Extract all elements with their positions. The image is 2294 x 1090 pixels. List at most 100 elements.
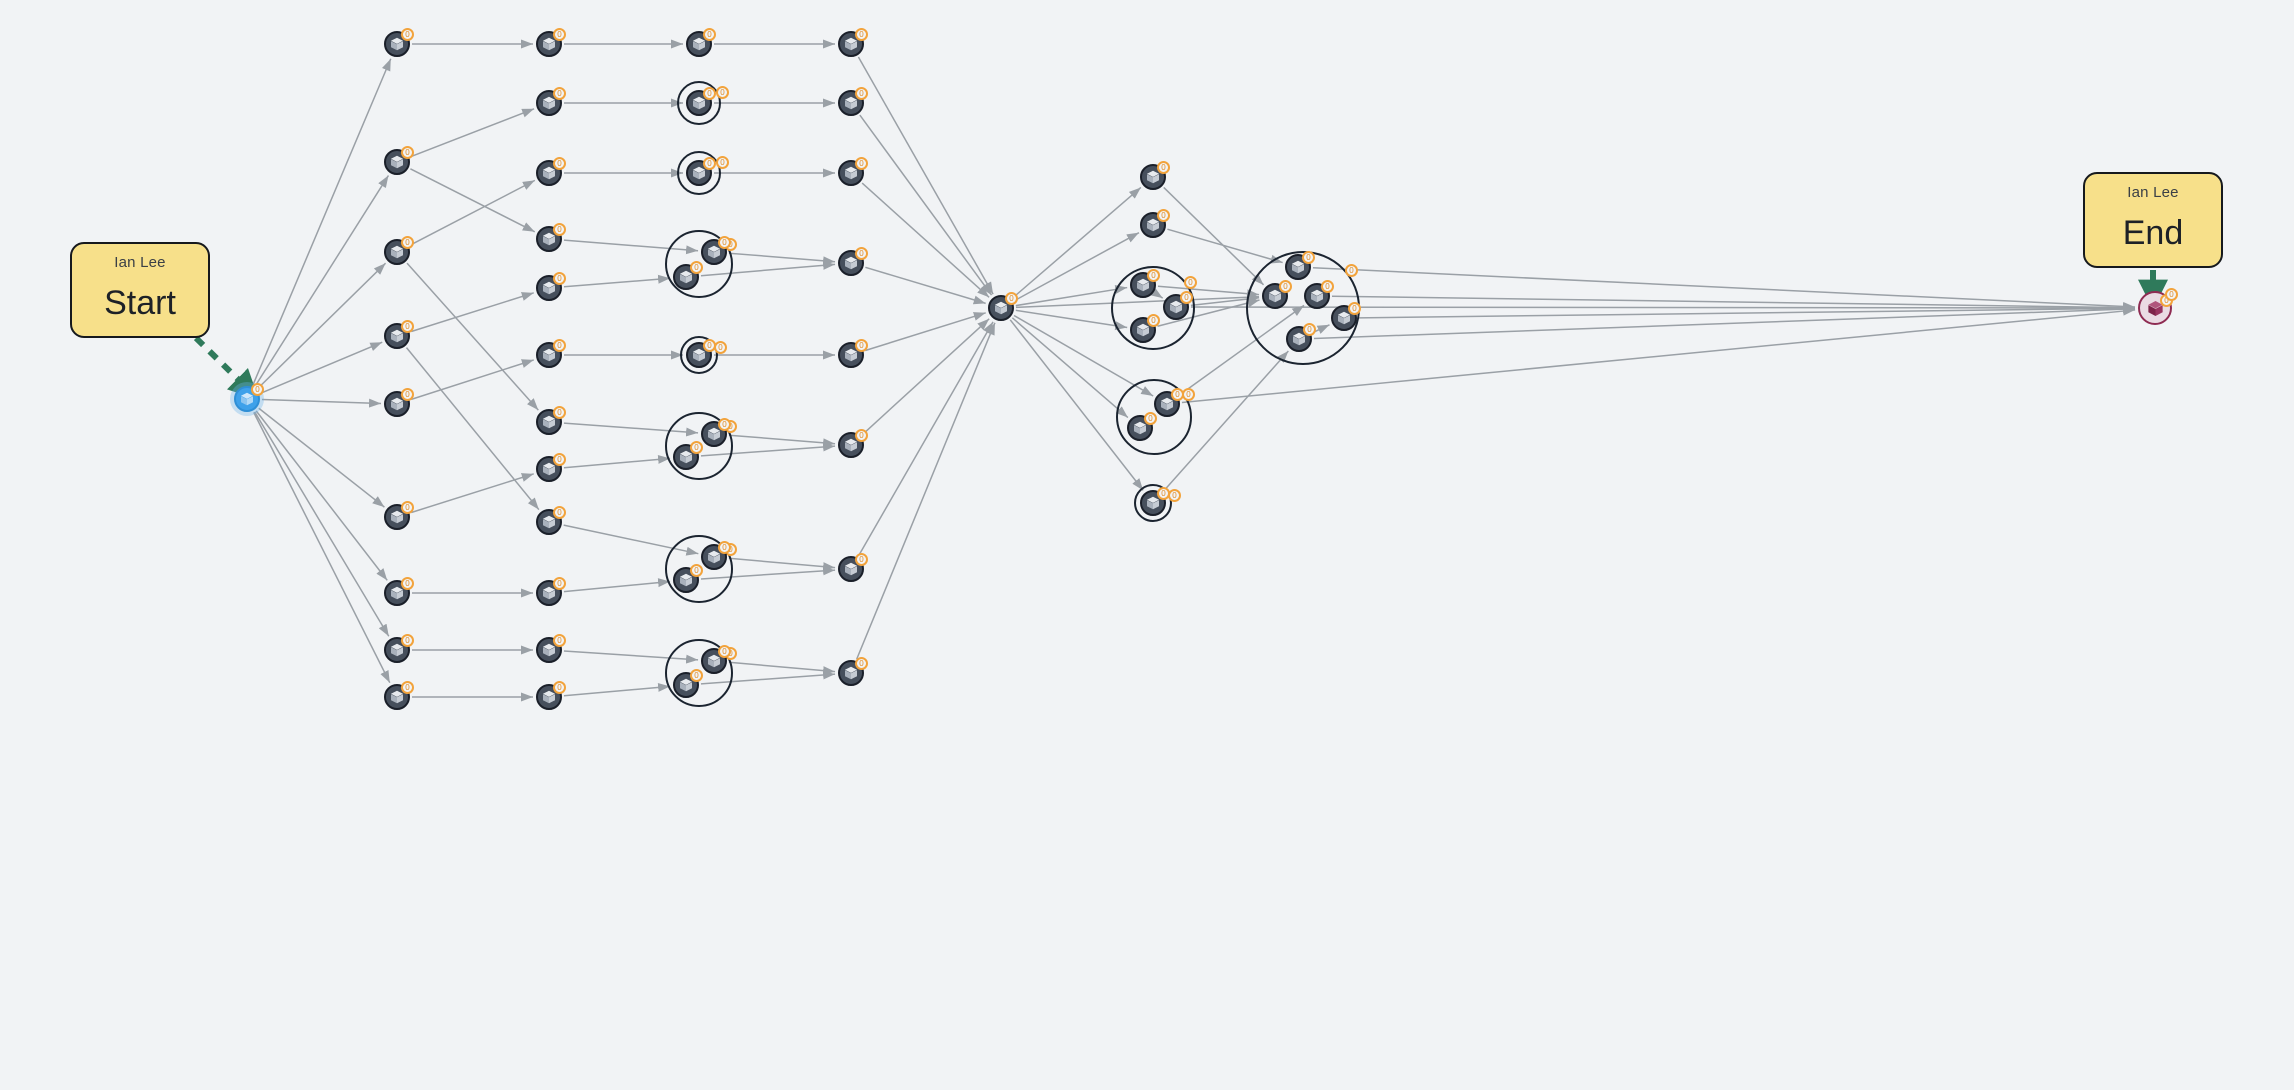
graph-edge (563, 682, 671, 697)
graph-node[interactable]: 0 (384, 28, 414, 57)
node-count-badge: 0 (718, 541, 731, 554)
graph-node[interactable]: 0 (686, 28, 716, 57)
graph-node[interactable]: 0 (838, 157, 868, 186)
package-cube-icon (543, 586, 555, 600)
graph-node[interactable]: 0 (1140, 161, 1170, 190)
end-terminal-card[interactable]: Ian Lee End (2083, 172, 2223, 268)
graph-node[interactable]: 0 (536, 272, 566, 301)
node-count-badge: 0 (703, 339, 716, 352)
graph-node[interactable]: 0 (838, 247, 868, 276)
graph-node[interactable]: 0 (838, 339, 868, 368)
graph-node[interactable]: 0 (536, 87, 566, 116)
graph-node[interactable]: 0 (384, 634, 414, 663)
graph-node[interactable]: 0 (673, 261, 703, 290)
graph-edge (1358, 303, 2136, 319)
graph-edge (410, 108, 535, 158)
graph-node[interactable]: 0 (1154, 388, 1184, 417)
graph-node[interactable]: 0 (1140, 209, 1170, 238)
graph-node[interactable]: 0 (384, 146, 414, 175)
graph-node[interactable]: 0 (1262, 280, 1292, 309)
graph-node[interactable]: 0 (1304, 280, 1334, 309)
package-cube-icon (1170, 300, 1182, 314)
graph-edge (861, 182, 990, 298)
graph-edge (865, 312, 986, 352)
graph-node[interactable]: 0 (384, 577, 414, 606)
graph-node[interactable]: 0 (1285, 251, 1315, 280)
graph-node[interactable]: 0 (384, 236, 414, 265)
graph-node[interactable]: 0 (686, 87, 716, 116)
start-terminal-card[interactable]: Ian Lee Start (70, 242, 210, 338)
graph-node[interactable]: 0 (1130, 269, 1160, 298)
node-count-badge: 0 (553, 28, 566, 41)
graph-node[interactable]: 0 (384, 501, 414, 530)
package-cube-icon (391, 329, 403, 343)
graph-node[interactable]: 0 (536, 453, 566, 482)
graph-hub-node[interactable]: 0 (988, 292, 1018, 321)
graph-node[interactable]: 0 (701, 541, 731, 570)
node-count-badge: 0 (553, 577, 566, 590)
node-count-badge: 0 (401, 501, 414, 514)
node-count-badge: 0 (855, 553, 868, 566)
graph-node[interactable]: 0 (838, 553, 868, 582)
graph-node[interactable]: 0 (1286, 323, 1316, 352)
graph-node[interactable]: 0 (1127, 412, 1157, 441)
graph-node[interactable]: 0 (536, 406, 566, 435)
package-cube-icon (708, 245, 720, 259)
graph-node[interactable]: 0 (536, 339, 566, 368)
graph-node[interactable]: 0 (536, 506, 566, 535)
graph-node[interactable]: 0 (536, 634, 566, 663)
graph-edge (409, 179, 536, 246)
package-cube-icon (1293, 332, 1305, 346)
graph-node[interactable]: 0 (701, 236, 731, 265)
package-cube-icon (543, 462, 555, 476)
node-count-badge: 0 (401, 634, 414, 647)
package-cube-icon (1161, 397, 1173, 411)
graph-node[interactable]: 0 (1130, 314, 1160, 343)
graph-node[interactable]: 0 (536, 681, 566, 710)
graph-node[interactable]: 0 (384, 388, 414, 417)
group-count-badge: 0 (1184, 276, 1197, 289)
graph-node[interactable]: 0 (536, 28, 566, 57)
node-count-badge: 0 (401, 146, 414, 159)
node-count-badge: 0 (1321, 280, 1334, 293)
node-count-badge: 0 (855, 87, 868, 100)
graph-node[interactable]: 0 (1163, 291, 1193, 320)
graph-node[interactable]: 0 (1331, 302, 1361, 331)
graph-node[interactable]: 0 (536, 577, 566, 606)
graph-node[interactable]: 0 (384, 681, 414, 710)
graph-edge (1313, 304, 2136, 340)
graph-node[interactable]: 0 (536, 157, 566, 186)
node-count-badge: 0 (401, 28, 414, 41)
node-group-hull[interactable]: 0 (1111, 266, 1197, 350)
graph-node[interactable]: 0 (384, 320, 414, 349)
graph-node[interactable]: 0 (686, 157, 716, 186)
package-cube-icon (543, 415, 555, 429)
graph-node[interactable]: 0 (838, 28, 868, 57)
graph-node[interactable]: 0 (673, 441, 703, 470)
graph-node[interactable]: 0 (838, 87, 868, 116)
graph-node[interactable]: 0 (673, 564, 703, 593)
graph-node[interactable]: 0 (701, 645, 731, 674)
graph-node[interactable]: 0 (838, 429, 868, 458)
node-count-badge: 0 (855, 247, 868, 260)
node-count-badge: 0 (553, 453, 566, 466)
package-cube-icon (1338, 311, 1350, 325)
graph-node[interactable]: 0 (686, 339, 716, 368)
graph-node[interactable]: 0 (536, 223, 566, 252)
start-owner-label: Ian Lee (114, 254, 166, 271)
package-cube-icon (543, 643, 555, 657)
graph-node[interactable]: 0 (673, 669, 703, 698)
graph-node[interactable]: 0 (701, 418, 731, 447)
graph-edge (1015, 285, 1128, 307)
graph-edge (1011, 317, 1129, 419)
graph-node[interactable]: 0 (838, 657, 868, 686)
start-entry-node[interactable]: 0 (234, 383, 264, 412)
node-count-badge: 0 (1157, 161, 1170, 174)
graph-node[interactable]: 0 (1140, 487, 1170, 516)
graph-edge (410, 168, 536, 233)
graph-edge (1167, 228, 1283, 264)
node-group-hull[interactable]: 0 (1134, 484, 1181, 522)
